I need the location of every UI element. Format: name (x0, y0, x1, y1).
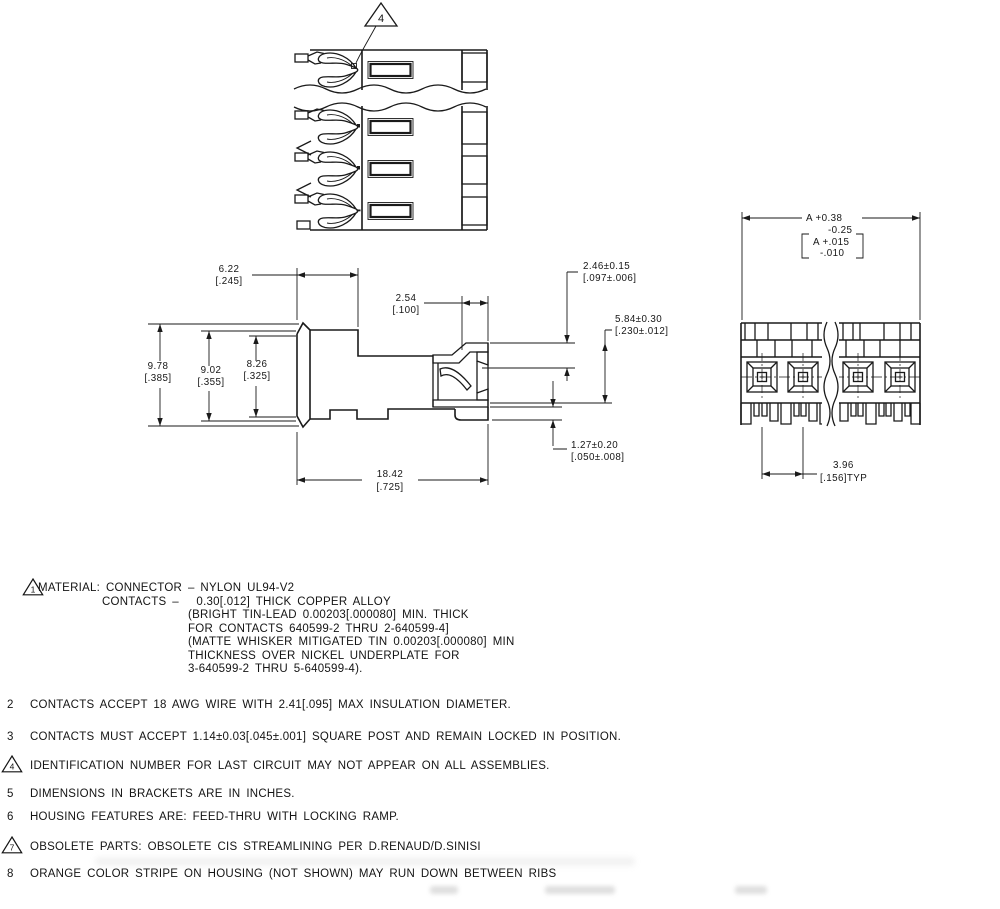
flag-triangle-icon: 7 (1, 835, 23, 854)
dim-5-84: 5.84±0.30 [.230±.012] (490, 314, 668, 404)
note-marker: 7 (10, 843, 15, 853)
front-view: A +0.38 -0.25 A +.015 -.010 3.96 [.156]T… (740, 212, 921, 484)
circuit-id-mark (357, 124, 360, 128)
dim-text: 2.54 (396, 293, 417, 304)
contact-spring (439, 367, 472, 391)
note-line: OBSOLETE PARTS: OBSOLETE CIS STREAMLININ… (30, 841, 481, 853)
dim-text: [.097±.006] (583, 273, 636, 284)
scan-artifact (545, 886, 615, 894)
dim-text: [.230±.012] (615, 326, 668, 337)
dim-1-27: 1.27±0.20 [.050±.008] (490, 381, 624, 463)
note-line: IDENTIFICATION NUMBER FOR LAST CIRCUIT M… (30, 760, 550, 772)
dim-text: [.355] (198, 377, 225, 388)
id-number-target (351, 63, 357, 69)
dim-text: -.010 (820, 248, 844, 259)
dim-text: 3.96 (833, 460, 854, 471)
dim-2-46: 2.46±0.15 [.097±.006] (482, 261, 636, 381)
dim-9-02: 9.02 [.355] (198, 330, 296, 422)
note-line: (MATTE WHISKER MITIGATED TIN 0.00203[.00… (188, 636, 515, 648)
contact-section (432, 342, 489, 408)
scan-artifact (430, 886, 458, 894)
crimp-contacts (294, 51, 359, 229)
housing-profile (310, 329, 489, 421)
carrier-tail (296, 220, 311, 230)
note-marker: 4 (10, 762, 15, 772)
dim-text: [.385] (145, 373, 172, 384)
note-line: (BRIGHT TIN-LEAD 0.00203[.000080] MIN. T… (188, 609, 469, 621)
dim-text: 1.27±0.20 (571, 440, 618, 451)
dim-text: 9.78 (148, 361, 169, 372)
dim-text: 18.42 (377, 469, 404, 480)
dim-text: [.156]TYP (820, 473, 867, 484)
front-flange (296, 321, 311, 429)
note-line: MATERIAL: CONNECTOR – NYLON UL94-V2 (38, 582, 295, 594)
dim-text: 6.22 (219, 264, 240, 275)
flag-triangle-icon (363, 1, 399, 27)
note-marker: 3 (7, 731, 14, 743)
flag-callout-number: 4 (378, 13, 384, 25)
side-view: 6.22 [.245] 2.54 [.100] 2.46±0.15 [.097±… (145, 261, 668, 493)
housing-windows (367, 61, 414, 220)
dim-text: 9.02 (201, 365, 222, 376)
dim-text: [.725] (377, 482, 404, 493)
note-marker: 2 (7, 699, 14, 711)
dim-text: A +0.38 (806, 213, 842, 224)
polarizing-ribs (744, 323, 912, 357)
note-line: CONTACTS ACCEPT 18 AWG WIRE WITH 2.41[.0… (30, 699, 512, 711)
break-line (293, 102, 487, 112)
rear-notch (461, 196, 488, 226)
dim-text: 2.46±0.15 (583, 261, 630, 272)
note-line: FOR CONTACTS 640599-2 THRU 2-640599-4] (188, 622, 449, 635)
dim-text: [.325] (244, 371, 271, 382)
break-line (831, 321, 839, 427)
break-line (823, 321, 831, 427)
dim-text: 8.26 (247, 359, 268, 370)
top-view: 4 (288, 1, 494, 231)
dim-pitch-3-96: 3.96 [.156]TYP (761, 427, 867, 484)
dim-text: [.050±.008] (571, 452, 624, 463)
note-marker: 8 (7, 868, 14, 880)
flag-triangle-icon: 1 (22, 577, 44, 596)
dim-text: [.245] (216, 276, 243, 287)
note-line: 3-640599-2 THRU 5-640599-4). (188, 663, 363, 675)
note-marker: 5 (7, 788, 14, 800)
dim-a-overall-width: A +0.38 -0.25 A +.015 -.010 (741, 212, 921, 320)
scan-artifact (735, 886, 767, 894)
note-line: ORANGE COLOR STRIPE ON HOUSING (NOT SHOW… (30, 868, 557, 880)
dim-text: 5.84±0.30 (615, 314, 662, 325)
note-marker: 6 (7, 811, 14, 823)
note-line: CONTACTS – 0.30[.012] THICK COPPER ALLOY (102, 595, 391, 608)
rear-notch (461, 155, 488, 185)
rear-notch (461, 52, 488, 83)
bottom-comb-left (740, 403, 824, 425)
note-line: HOUSING FEATURES ARE: FEED-THRU WITH LOC… (30, 811, 399, 823)
bottom-comb-right (832, 403, 921, 425)
dim-text: -0.25 (828, 225, 852, 236)
dim-9-78: 9.78 [.385] (145, 323, 299, 427)
dim-8-26: 8.26 [.325] (244, 335, 296, 418)
dim-text: [.100] (393, 305, 420, 316)
circuit-id-mark (357, 166, 360, 170)
carrier-chevrons (295, 140, 312, 198)
rear-notch (461, 111, 488, 145)
dim-text: A +.015 (813, 237, 849, 248)
break-line (293, 84, 487, 94)
note-line: DIMENSIONS IN BRACKETS ARE IN INCHES. (30, 788, 295, 800)
flag-callout-4: 4 (351, 1, 399, 69)
note-marker: 1 (31, 585, 36, 595)
circuit-id-mark (356, 209, 361, 212)
flag-triangle-icon: 4 (1, 754, 23, 773)
dim-6-22: 6.22 [.245] (216, 264, 359, 327)
note-line: CONTACTS MUST ACCEPT 1.14±0.03[.045±.001… (30, 731, 622, 743)
note-line: THICKNESS OVER NICKEL UNDERPLATE FOR (188, 649, 460, 662)
scan-artifact (95, 857, 635, 866)
dim-18-42: 18.42 [.725] (296, 424, 489, 493)
dim-2-54: 2.54 [.100] (393, 293, 489, 350)
